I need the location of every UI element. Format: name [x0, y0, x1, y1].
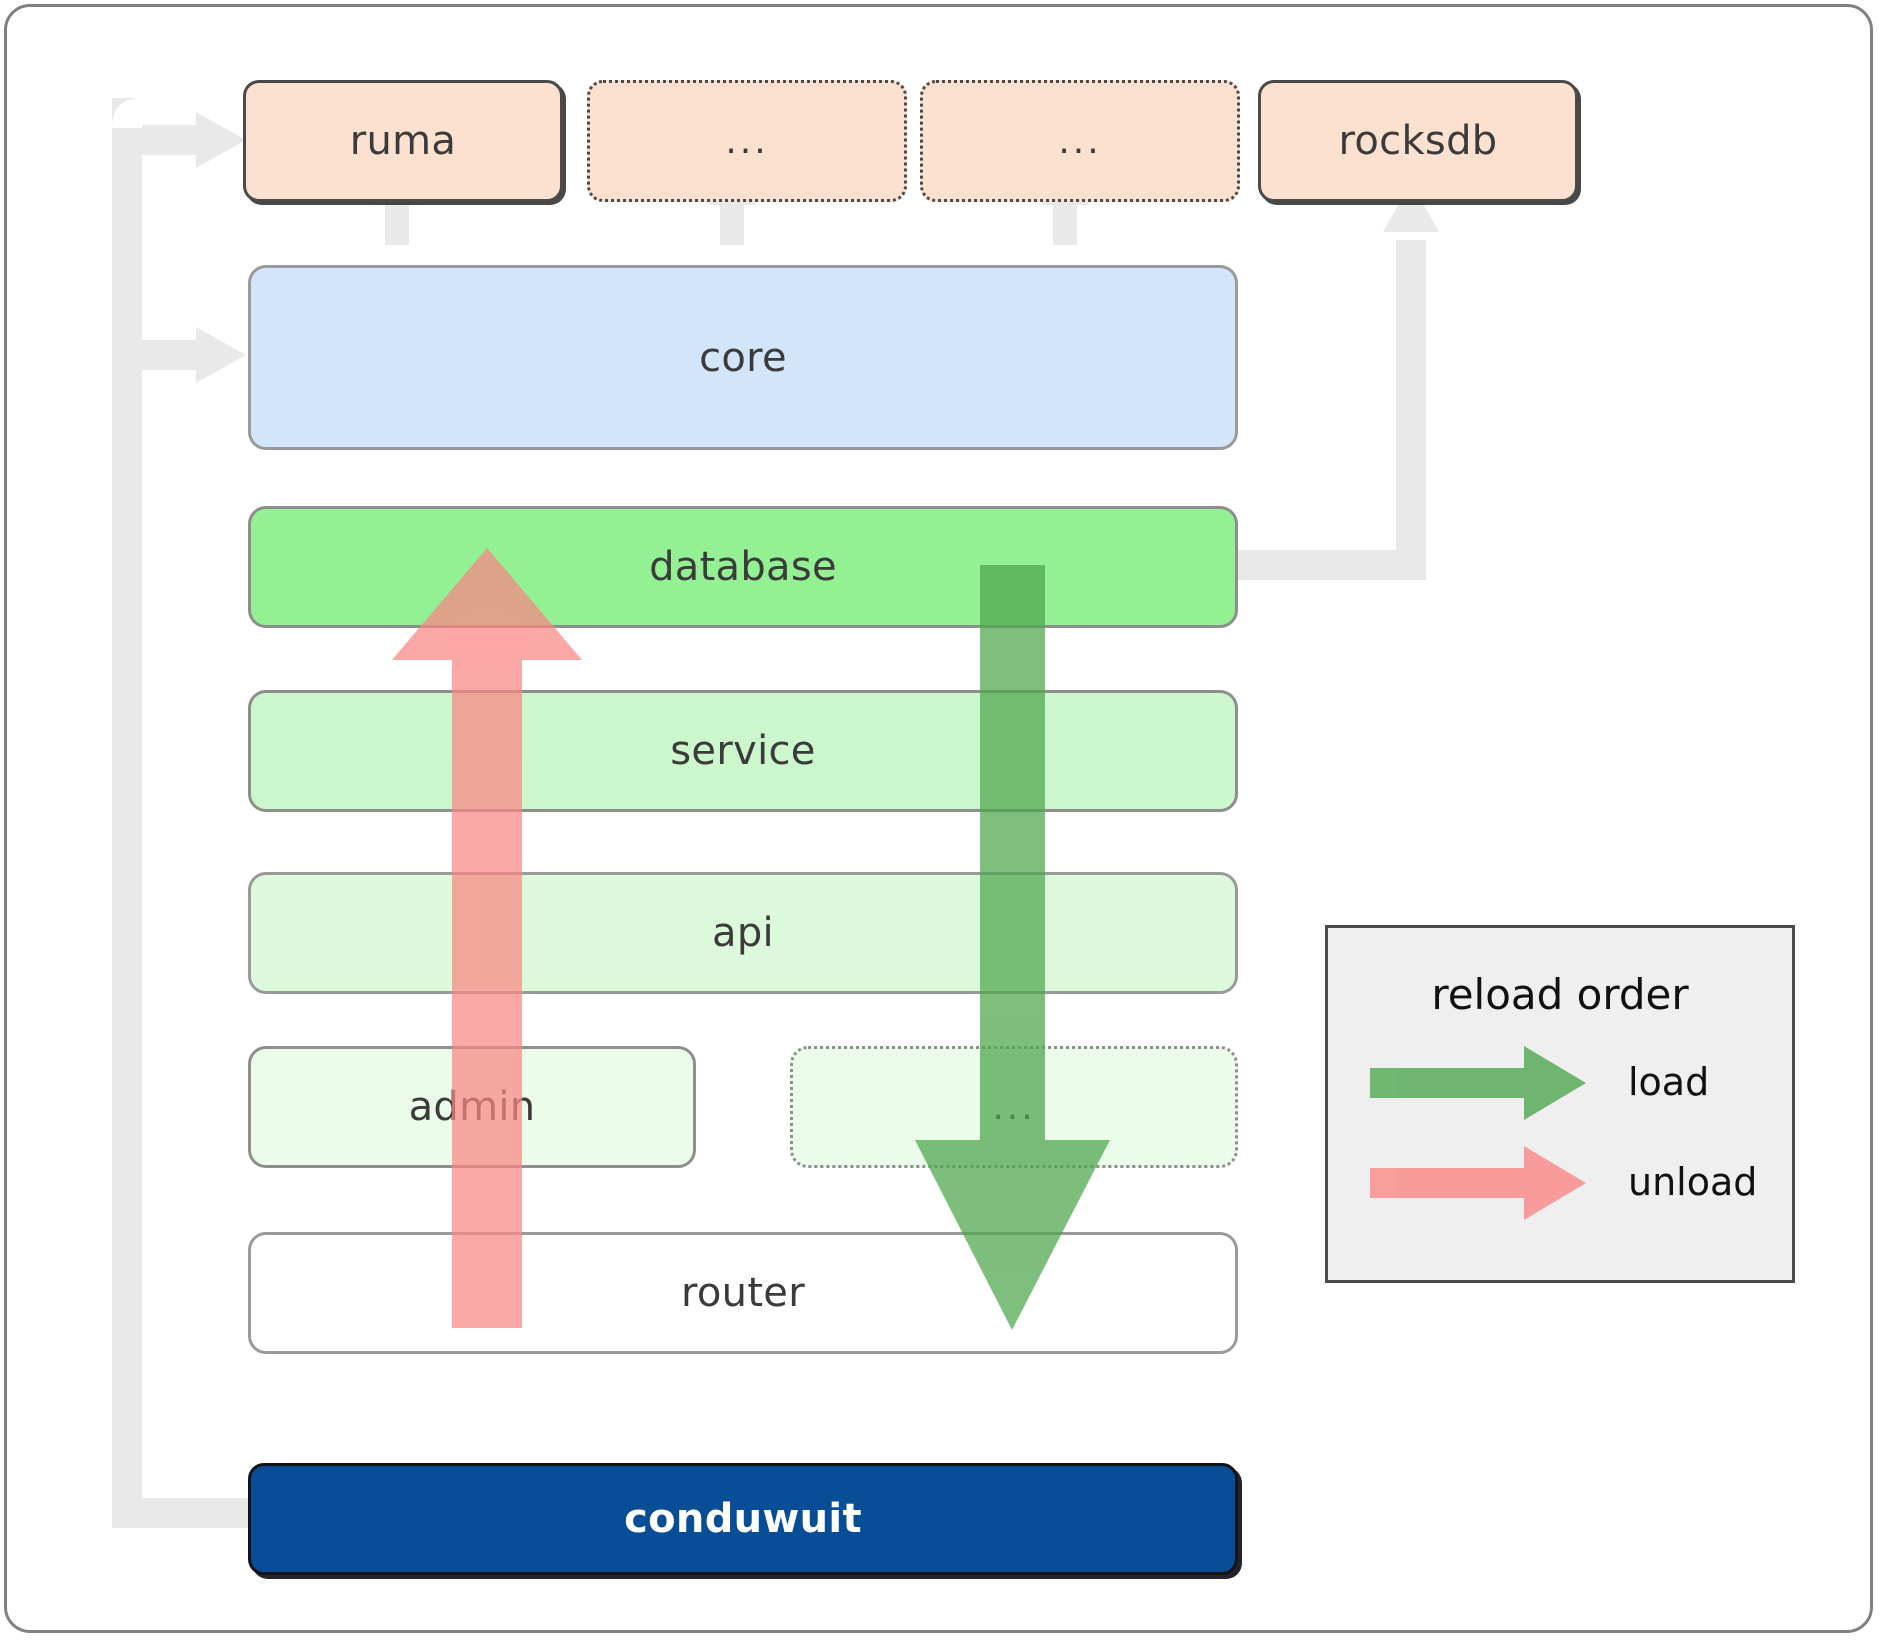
layer-label: service: [670, 728, 816, 774]
crate-box-placeholder-1[interactable]: ...: [587, 80, 907, 202]
layer-label: admin: [408, 1084, 536, 1130]
crate-label: ...: [725, 120, 769, 162]
legend-item-label-unload: unload: [1628, 1160, 1758, 1204]
crate-label: rocksdb: [1338, 118, 1498, 164]
crate-box-placeholder-2[interactable]: ...: [920, 80, 1240, 202]
legend-load-arrow: [1370, 1046, 1586, 1120]
diagram-frame: [4, 4, 1873, 1633]
legend-item-label-load: load: [1628, 1060, 1710, 1104]
legend-unload-arrow: [1370, 1146, 1586, 1220]
crate-label: ruma: [349, 118, 457, 164]
layer-label: router: [681, 1270, 805, 1316]
layer-label: api: [712, 910, 774, 956]
legend-arrows: [1370, 1046, 1586, 1220]
layer-box-database[interactable]: database: [248, 506, 1238, 628]
layer-label: core: [699, 334, 787, 381]
crate-label: ...: [1058, 120, 1102, 162]
application-box-conduwuit[interactable]: conduwuit: [248, 1463, 1238, 1575]
layer-box-service[interactable]: service: [248, 690, 1238, 812]
crate-box-rocksdb[interactable]: rocksdb: [1258, 80, 1578, 202]
legend-title: reload order: [1431, 970, 1689, 1019]
layer-box-router[interactable]: router: [248, 1232, 1238, 1354]
layer-label: database: [649, 544, 837, 590]
legend-panel: reload order load unload: [1325, 925, 1795, 1283]
crate-box-ruma[interactable]: ruma: [243, 80, 563, 202]
layer-box-core[interactable]: core: [248, 265, 1238, 450]
application-label: conduwuit: [624, 1496, 862, 1542]
layer-label: ...: [992, 1086, 1036, 1128]
layer-box-admin[interactable]: admin: [248, 1046, 696, 1168]
layer-box-placeholder[interactable]: ...: [790, 1046, 1238, 1168]
layer-box-api[interactable]: api: [248, 872, 1238, 994]
